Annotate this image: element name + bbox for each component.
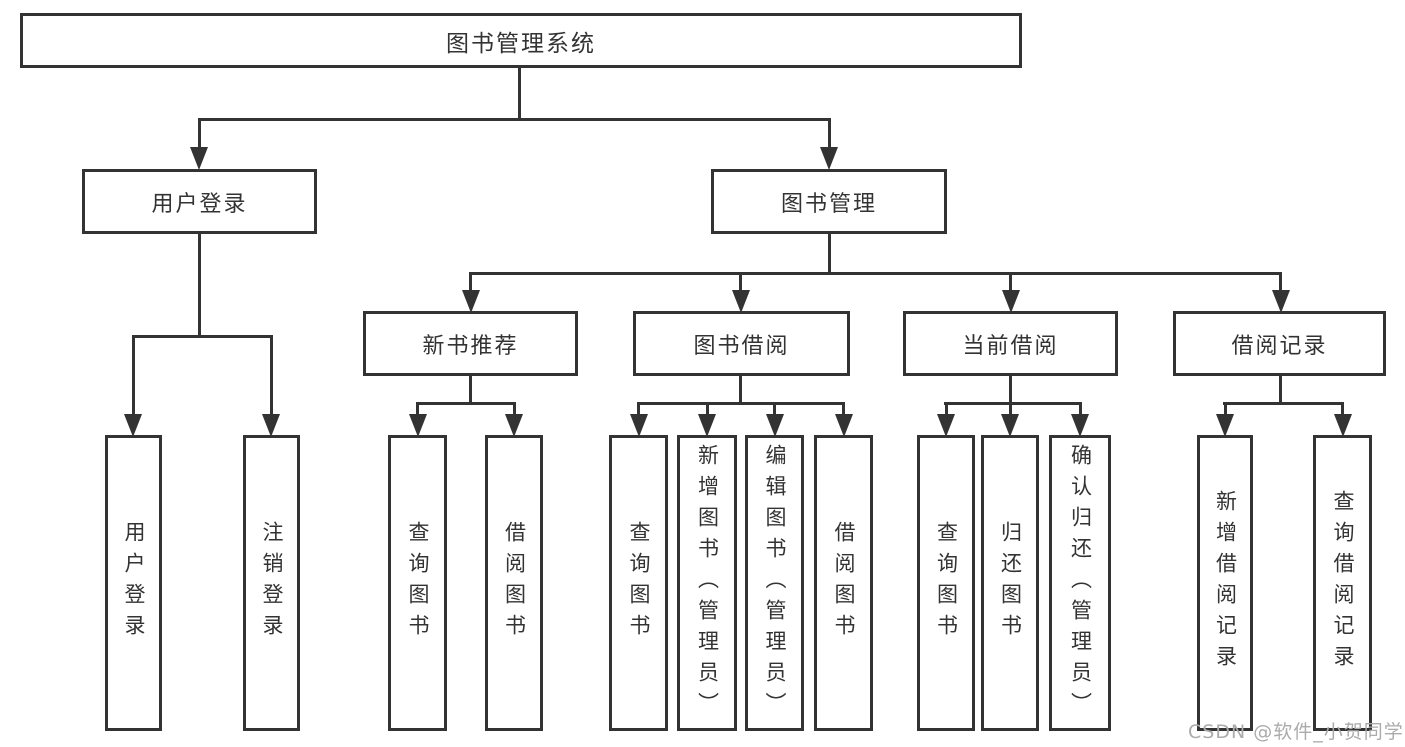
- connector-arrow-nb1-shaft: [416, 402, 419, 416]
- node-borrow-records: 借阅记录: [1173, 311, 1386, 376]
- leaf-new-book-1-label: 查询图书: [406, 521, 430, 645]
- leaf-user-login-2-label: 注销登录: [260, 521, 284, 645]
- connector-bb-hline: [637, 402, 845, 405]
- leaf-book-borrow-4: 借阅图书: [814, 435, 873, 731]
- connector-user-login-stub: [197, 234, 201, 335]
- leaf-book-borrow-1-label: 查询图书: [627, 521, 651, 645]
- node-borrow-records-label: 借阅记录: [1231, 333, 1328, 359]
- connector-arrow-book-borrow-shaft: [739, 272, 742, 292]
- connector-arrow-user-login-head: [190, 147, 208, 170]
- node-root-label: 图书管理系统: [446, 30, 596, 57]
- connector-re-hline: [1223, 402, 1344, 405]
- connector-arrow-bb4-head: [834, 414, 853, 437]
- connector-arrow-ul-leaf1-shaft: [131, 335, 135, 416]
- connector-re-stub: [1279, 376, 1282, 402]
- leaf-new-book-2-label: 借阅图书: [502, 521, 527, 645]
- leaf-current-borrow-1-label: 查询图书: [934, 521, 959, 645]
- connector-arrow-cb1-shaft: [944, 402, 948, 416]
- connector-arrow-ul-leaf2-shaft: [269, 335, 273, 416]
- connector-book-management-stub: [827, 234, 831, 273]
- connector-arrow-bb3-shaft: [773, 402, 776, 416]
- node-new-book-recommend-label: 新书推荐: [422, 333, 519, 359]
- connector-arrow-current-borrow-shaft: [1009, 272, 1012, 292]
- leaf-new-book-2: 借阅图书: [485, 435, 543, 731]
- connector-arrow-cb1-head: [937, 414, 955, 437]
- connector-arrow-book-borrow-head: [731, 290, 750, 313]
- connector-arrow-re2-shaft: [1341, 402, 1344, 416]
- leaf-borrow-records-2-label: 查询借阅记录: [1331, 490, 1355, 676]
- connector-arrow-nb2-shaft: [512, 402, 516, 416]
- leaf-book-borrow-3: 编辑图书（管理员）: [745, 435, 804, 731]
- connector-user-login-hline: [131, 335, 273, 338]
- leaf-book-borrow-2: 新增图书（管理员）: [677, 435, 737, 731]
- connector-arrow-cb3-shaft: [1078, 402, 1082, 416]
- connector-arrow-book-management-shaft: [827, 118, 831, 153]
- connector-root-stub: [518, 68, 521, 119]
- connector-arrow-borrow-records-shaft: [1279, 272, 1282, 292]
- leaf-current-borrow-3: 确认归还（管理员）: [1049, 435, 1111, 731]
- connector-arrow-re1-shaft: [1223, 402, 1227, 416]
- connector-arrow-borrow-records-head: [1271, 290, 1290, 313]
- connector-arrow-current-borrow-head: [1001, 290, 1020, 313]
- connector-arrow-bb2-shaft: [705, 402, 709, 416]
- leaf-book-borrow-4-label: 借阅图书: [832, 521, 856, 645]
- node-root: 图书管理系统: [20, 13, 1022, 68]
- leaf-borrow-records-1-label: 新增借阅记录: [1213, 490, 1238, 676]
- leaf-current-borrow-2: 归还图书: [981, 435, 1039, 731]
- node-book-borrow-label: 图书借阅: [693, 333, 790, 359]
- connector-nb-hline: [416, 402, 516, 405]
- node-current-borrow: 当前借阅: [903, 311, 1118, 376]
- connector-arrow-bb1-head: [629, 414, 648, 437]
- leaf-user-login-1-label: 用户登录: [122, 521, 146, 645]
- leaf-user-login-2: 注销登录: [243, 435, 300, 731]
- connector-root-hline: [198, 118, 831, 121]
- connector-arrow-ul-leaf2-head: [262, 414, 280, 437]
- connector-arrow-cb2-shaft: [1008, 402, 1012, 416]
- connector-arrow-new-book-head: [461, 290, 480, 313]
- node-book-borrow: 图书借阅: [633, 311, 850, 376]
- connector-arrow-nb2-head: [505, 414, 523, 437]
- connector-arrow-bb2-head: [698, 414, 716, 437]
- connector-arrow-re2-head: [1333, 414, 1352, 437]
- node-book-management-label: 图书管理: [780, 191, 877, 217]
- connector-cb-hline: [944, 402, 1081, 405]
- connector-arrow-ul-leaf1-head: [124, 414, 142, 437]
- connector-arrow-re1-head: [1216, 414, 1234, 437]
- connector-arrow-cb3-head: [1071, 414, 1089, 437]
- node-new-book-recommend: 新书推荐: [363, 311, 578, 376]
- leaf-book-borrow-3-label: 编辑图书（管理员）: [763, 443, 787, 723]
- connector-nb-stub: [469, 376, 472, 402]
- connector-arrow-user-login-shaft: [197, 118, 201, 153]
- connector-arrow-book-management-head: [820, 147, 838, 170]
- leaf-new-book-1: 查询图书: [388, 435, 447, 731]
- connector-arrow-bb1-shaft: [637, 402, 640, 416]
- connector-book-management-hline: [469, 272, 1282, 275]
- node-current-borrow-label: 当前借阅: [962, 333, 1059, 359]
- watermark: CSDN @软件_小贺同学: [1188, 721, 1404, 743]
- leaf-borrow-records-2: 查询借阅记录: [1313, 435, 1372, 731]
- leaf-current-borrow-2-label: 归还图书: [998, 521, 1023, 645]
- leaf-current-borrow-3-label: 确认归还（管理员）: [1068, 443, 1093, 723]
- leaf-user-login-1: 用户登录: [105, 435, 162, 731]
- connector-arrow-new-book-shaft: [469, 272, 472, 292]
- connector-arrow-nb1-head: [408, 414, 427, 437]
- node-user-login: 用户登录: [82, 169, 317, 234]
- leaf-book-borrow-2-label: 新增图书（管理员）: [695, 443, 720, 723]
- connector-arrow-bb4-shaft: [842, 402, 845, 416]
- leaf-book-borrow-1: 查询图书: [609, 435, 668, 731]
- leaf-current-borrow-1: 查询图书: [917, 435, 975, 731]
- connector-bb-stub: [739, 376, 742, 402]
- node-book-management: 图书管理: [711, 169, 947, 234]
- connector-arrow-bb3-head: [765, 414, 784, 437]
- node-user-login-label: 用户登录: [151, 191, 248, 217]
- connector-cb-stub: [1009, 376, 1012, 402]
- leaf-borrow-records-1: 新增借阅记录: [1197, 435, 1253, 731]
- connector-arrow-cb2-head: [1001, 414, 1019, 437]
